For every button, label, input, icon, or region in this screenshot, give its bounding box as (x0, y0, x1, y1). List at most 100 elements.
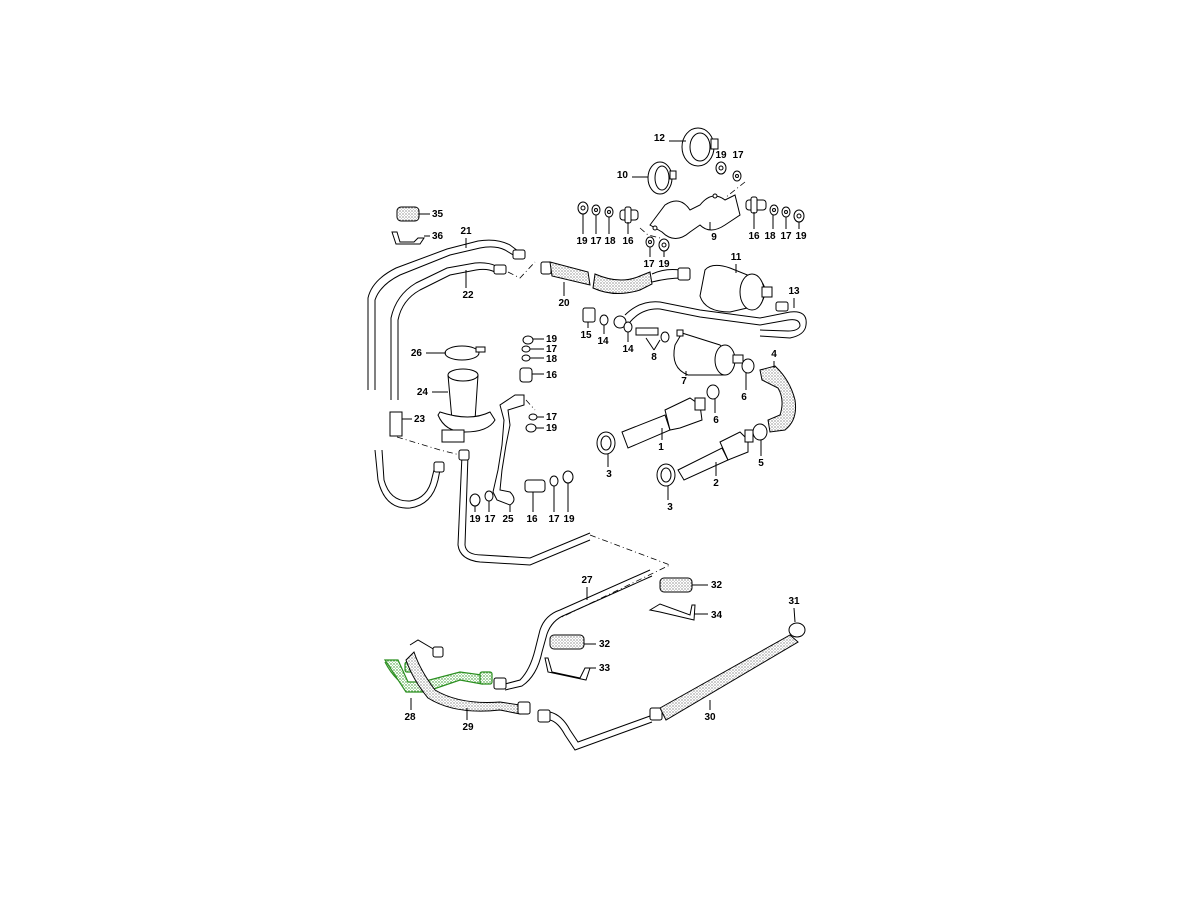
part-2[interactable] (677, 429, 754, 481)
callout-label-11[interactable]: 11 (731, 252, 742, 263)
nut-19-f[interactable] (525, 423, 537, 433)
washer-17-mid[interactable] (645, 236, 655, 248)
callout-label-15[interactable]: 15 (580, 330, 592, 341)
callout-label-6[interactable]: 6 (741, 392, 747, 403)
callout-label-23[interactable]: 23 (414, 414, 426, 425)
callout-label-22[interactable]: 22 (462, 290, 474, 301)
callout-label-14[interactable]: 14 (597, 336, 609, 347)
clip-33[interactable] (544, 657, 591, 681)
nut-19-h[interactable] (562, 470, 574, 484)
union-23[interactable] (389, 411, 403, 437)
callout-label-19[interactable]: 19 (576, 236, 588, 247)
callout-label-19[interactable]: 19 (469, 514, 481, 525)
bolt-8[interactable] (635, 327, 670, 343)
callout-label-8[interactable]: 8 (651, 352, 657, 363)
washer-17-h[interactable] (549, 475, 559, 487)
callout-label-19[interactable]: 19 (715, 150, 727, 161)
callout-label-36[interactable]: 36 (432, 231, 444, 242)
callout-label-10[interactable]: 10 (617, 170, 629, 181)
clamp-12[interactable] (681, 127, 719, 167)
callout-label-32[interactable]: 32 (599, 639, 611, 650)
callout-label-2[interactable]: 2 (713, 478, 719, 489)
washer-17-f[interactable] (528, 413, 538, 421)
washer-17-g[interactable] (484, 490, 494, 502)
clamp-10[interactable] (647, 161, 677, 195)
callout-label-12[interactable]: 12 (654, 133, 666, 144)
washer-17-right[interactable] (781, 206, 791, 218)
fuel-pipe-13[interactable] (613, 301, 807, 339)
callout-label-17[interactable]: 17 (643, 259, 655, 270)
washer-17-top[interactable] (732, 170, 742, 182)
callout-label-17[interactable]: 17 (548, 514, 560, 525)
callout-label-4[interactable]: 4 (771, 349, 777, 360)
callout-label-19[interactable]: 19 (546, 423, 558, 434)
callout-label-18[interactable]: 18 (604, 236, 616, 247)
washer-17-left[interactable] (591, 204, 601, 216)
clamp-26[interactable] (444, 345, 486, 361)
mount-16-g[interactable] (524, 479, 546, 493)
callout-label-6[interactable]: 6 (713, 415, 719, 426)
callout-label-28[interactable]: 28 (404, 712, 416, 723)
fuel-pipe-22[interactable] (390, 262, 507, 400)
callout-label-17[interactable]: 17 (590, 236, 602, 247)
callout-label-18[interactable]: 18 (546, 354, 558, 365)
callout-label-17[interactable]: 17 (546, 412, 558, 423)
clip-36[interactable] (391, 231, 425, 245)
callout-label-18[interactable]: 18 (764, 231, 776, 242)
callout-label-17[interactable]: 17 (546, 344, 558, 355)
nut-19-mid[interactable] (658, 238, 670, 252)
callout-label-35[interactable]: 35 (432, 209, 444, 220)
callout-label-27[interactable]: 27 (581, 575, 593, 586)
clamp-6-mid[interactable] (706, 384, 720, 400)
fuel-hose-29[interactable] (405, 639, 531, 715)
washer-18-right[interactable] (769, 204, 779, 216)
union-15[interactable] (582, 307, 596, 323)
callout-label-14[interactable]: 14 (622, 344, 634, 355)
callout-label-26[interactable]: 26 (411, 348, 423, 359)
callout-label-19[interactable]: 19 (546, 334, 558, 345)
nut-19-top[interactable] (715, 161, 727, 175)
grommet-32-top[interactable] (659, 577, 693, 593)
callout-label-19[interactable]: 19 (563, 514, 575, 525)
bracket-9[interactable] (649, 193, 741, 239)
nut-19-left[interactable] (577, 201, 589, 215)
mount-16-e[interactable] (519, 367, 533, 383)
callout-label-16[interactable]: 16 (748, 231, 760, 242)
callout-label-5[interactable]: 5 (758, 458, 764, 469)
mount-16-left[interactable] (619, 206, 639, 224)
callout-label-1[interactable]: 1 (658, 442, 664, 453)
callout-label-17[interactable]: 17 (732, 150, 744, 161)
callout-label-19[interactable]: 19 (658, 259, 670, 270)
clamp-6-top[interactable] (741, 358, 755, 374)
washer-14-left[interactable] (599, 314, 609, 326)
clamp-5[interactable] (752, 423, 768, 441)
washer-17-e[interactable] (521, 345, 531, 353)
washer-18-left[interactable] (604, 206, 614, 218)
fuel-filter-11[interactable] (699, 264, 773, 313)
grommet-32-bottom[interactable] (549, 634, 585, 650)
callout-label-29[interactable]: 29 (462, 722, 474, 733)
callout-label-7[interactable]: 7 (681, 376, 687, 387)
fuel-hose-4[interactable] (759, 365, 796, 433)
callout-label-3[interactable]: 3 (667, 502, 673, 513)
callout-label-21[interactable]: 21 (460, 226, 472, 237)
clamp-31[interactable] (788, 622, 806, 638)
accumulator-24[interactable] (437, 368, 496, 443)
callout-label-30[interactable]: 30 (704, 712, 716, 723)
callout-label-20[interactable]: 20 (558, 298, 570, 309)
callout-label-16[interactable]: 16 (546, 370, 558, 381)
washer-18-e[interactable] (521, 354, 531, 362)
fuel-hose-28-highlighted[interactable] (383, 659, 493, 693)
callout-label-24[interactable]: 24 (417, 387, 429, 398)
callout-label-3[interactable]: 3 (606, 469, 612, 480)
nut-19-e[interactable] (522, 335, 534, 345)
mount-16-right[interactable] (745, 196, 767, 214)
bracket-25[interactable] (492, 394, 525, 506)
callout-label-17[interactable]: 17 (780, 231, 792, 242)
clip-34[interactable] (648, 603, 696, 621)
seal-3-top[interactable] (596, 431, 616, 455)
callout-label-33[interactable]: 33 (599, 663, 611, 674)
fuel-pump-7[interactable] (673, 329, 744, 376)
callout-label-17[interactable]: 17 (484, 514, 496, 525)
callout-label-25[interactable]: 25 (502, 514, 514, 525)
